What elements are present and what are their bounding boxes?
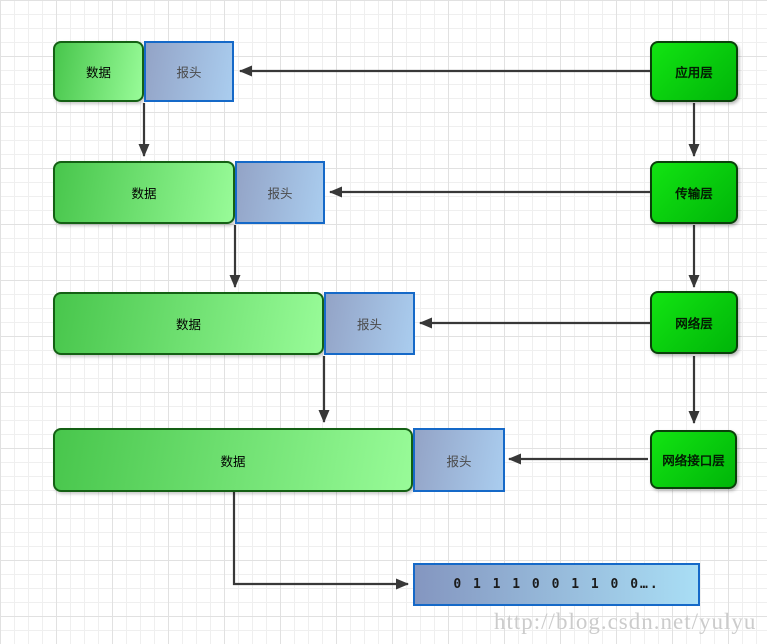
- data-box-row4: 数据: [53, 428, 413, 492]
- header-box-row4-label: 报头: [446, 453, 472, 469]
- header-box-row2: 报头: [235, 161, 325, 224]
- data-box-row3-label: 数据: [175, 317, 201, 332]
- blog-watermark: http://blog.csdn.net/yulyu: [494, 609, 757, 634]
- layer-box-application: 应用层: [650, 41, 738, 102]
- header-box-row2-label: 报头: [267, 186, 293, 201]
- header-box-row4: 报头: [413, 428, 505, 492]
- layer-box-transport: 传输层: [650, 161, 738, 224]
- layer-box-transport-label: 传输层: [675, 186, 713, 201]
- data-box-row2-label: 数据: [131, 186, 157, 201]
- arrow-row4-to-bitstream: [232, 492, 409, 590]
- bitstream-text: 0 1 1 1 0 0 1 1 0 0….: [453, 577, 660, 592]
- data-box-row2: 数据: [53, 161, 235, 224]
- data-box-row4-label: 数据: [220, 453, 246, 469]
- header-box-row1-label: 报头: [176, 65, 202, 80]
- bitstream-box: 0 1 1 1 0 0 1 1 0 0….: [413, 563, 700, 606]
- data-box-row1: 数据: [53, 41, 144, 102]
- header-box-row1: 报头: [144, 41, 234, 102]
- layer-box-network-interface-label: 网络接口层: [662, 453, 725, 468]
- layer-box-application-label: 应用层: [675, 65, 713, 80]
- data-box-row3: 数据: [53, 292, 324, 355]
- header-box-row3: 报头: [324, 292, 415, 355]
- layer-box-network-interface: 网络接口层: [650, 430, 737, 489]
- layer-box-network-label: 网络层: [675, 316, 713, 331]
- header-box-row3-label: 报头: [356, 317, 382, 332]
- data-box-row1-label: 数据: [85, 65, 111, 80]
- layer-box-network: 网络层: [650, 291, 738, 354]
